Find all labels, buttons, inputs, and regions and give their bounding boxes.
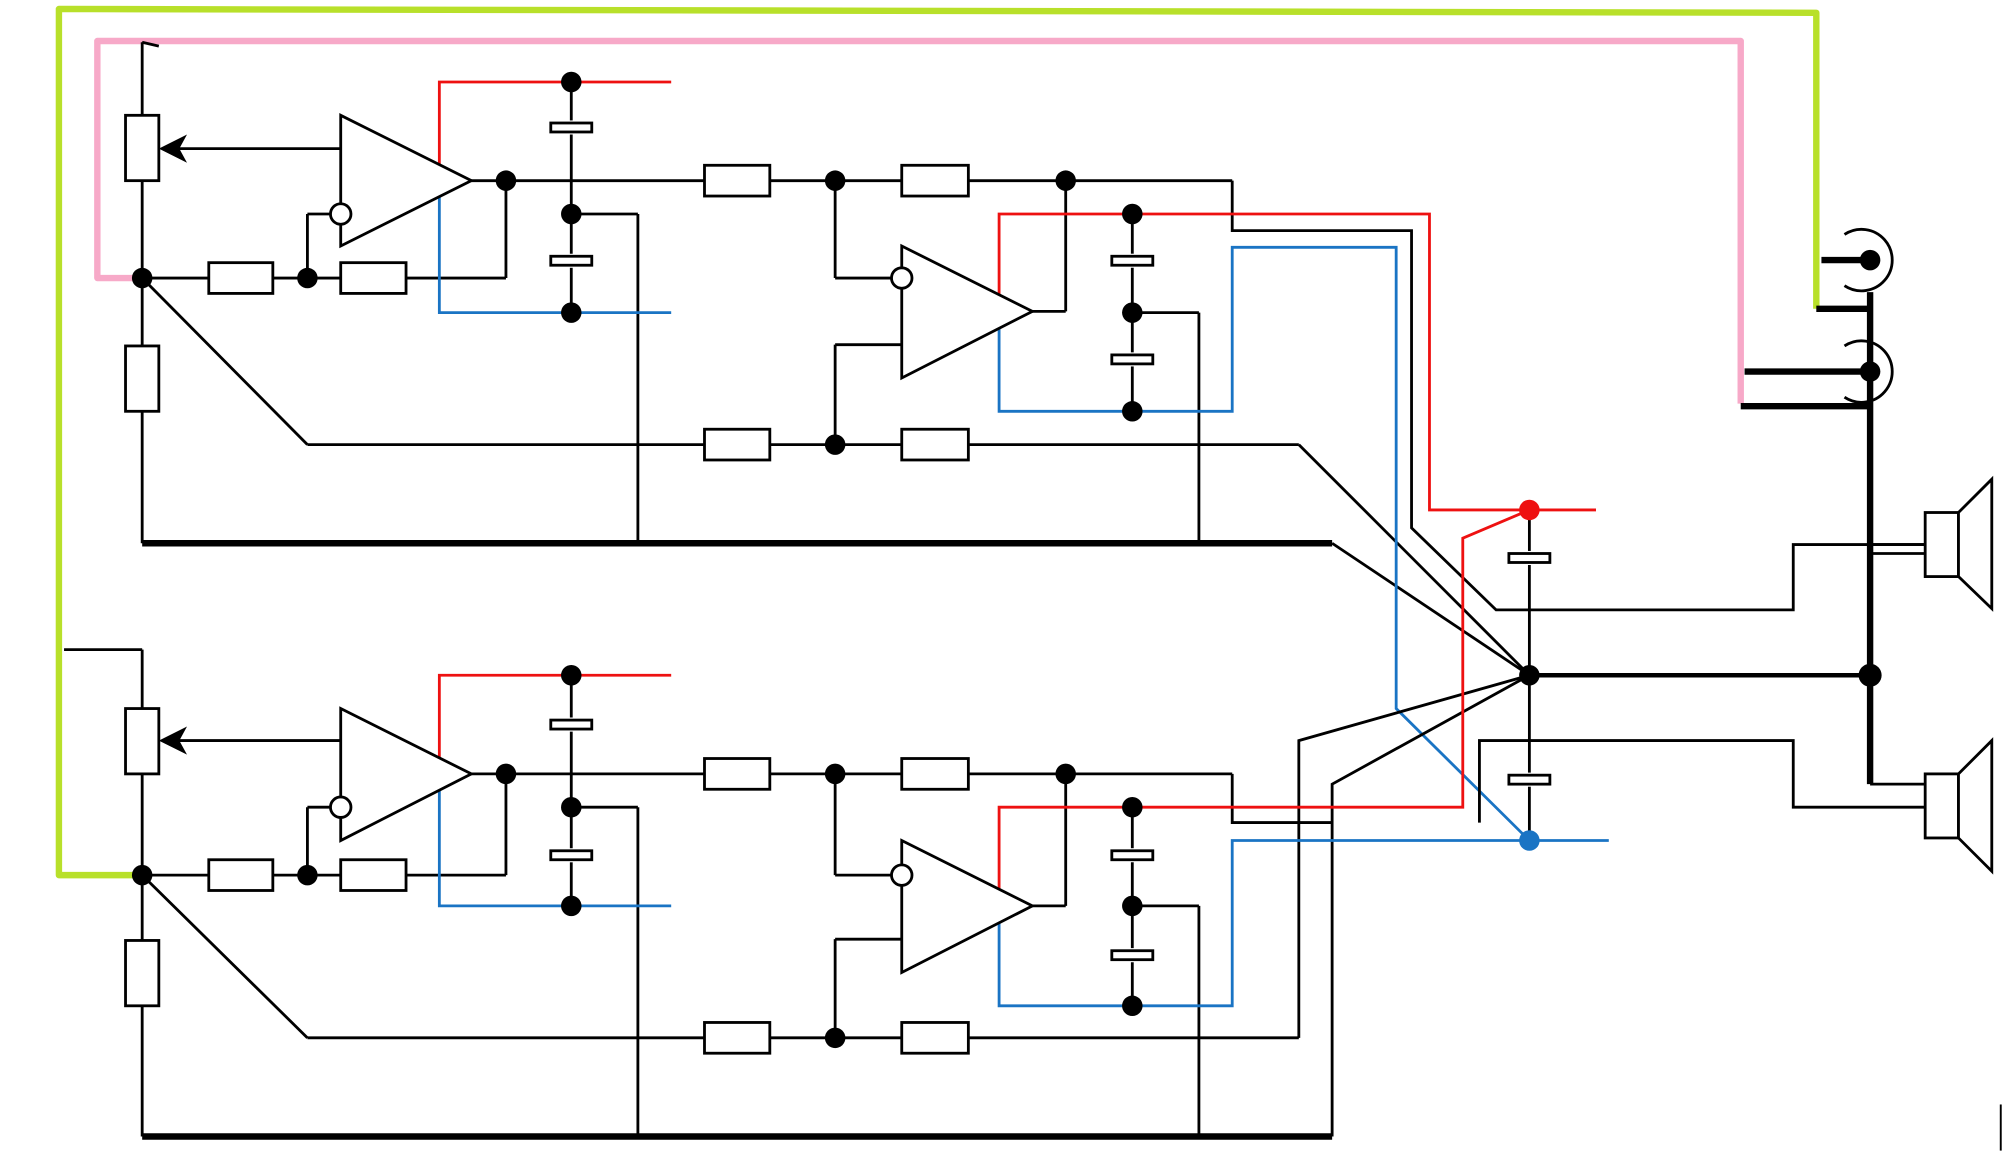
channel-top <box>124 40 1926 842</box>
speakers <box>1870 475 1994 875</box>
input-wire-right-channel <box>94 37 1744 404</box>
input-wire-left-channel <box>55 5 1820 879</box>
channel-bottom <box>64 508 1926 1140</box>
supply-capacitor-negative <box>1507 773 1552 786</box>
input-jacks <box>1740 227 1894 785</box>
supply-capacitor-positive <box>1507 552 1552 564</box>
star-ground <box>1507 499 1882 851</box>
